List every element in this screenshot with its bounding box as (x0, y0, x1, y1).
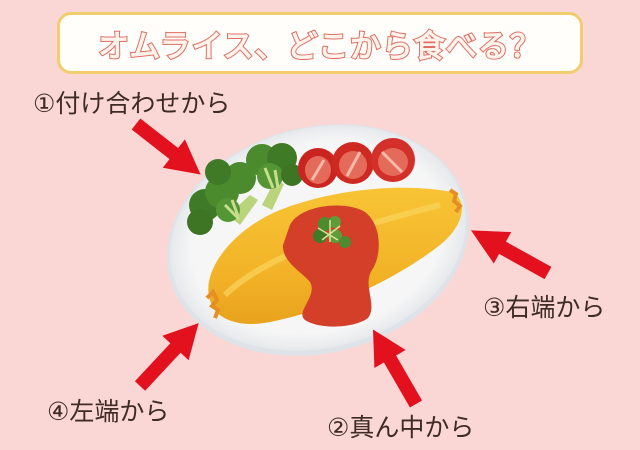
page-title: オムライス、どこから食べる？ (97, 28, 542, 66)
label-garnish: ①付け合わせから (33, 89, 231, 118)
parsley-icon (313, 216, 351, 248)
arrow-right-end-icon (471, 230, 552, 280)
arrow-left-end-icon (134, 323, 199, 391)
label-right-end: ③右端から (483, 293, 606, 322)
broccoli-icon (187, 143, 303, 235)
arrow-garnish-icon (131, 118, 201, 175)
title-banner: オムライス、どこから食べる？ (57, 12, 583, 74)
label-middle: ②真ん中から (327, 413, 475, 442)
label-left-end: ④左端から (47, 397, 170, 426)
tomato-icon (298, 138, 415, 188)
arrow-middle-icon (373, 329, 423, 408)
ketchup-icon (282, 205, 379, 327)
